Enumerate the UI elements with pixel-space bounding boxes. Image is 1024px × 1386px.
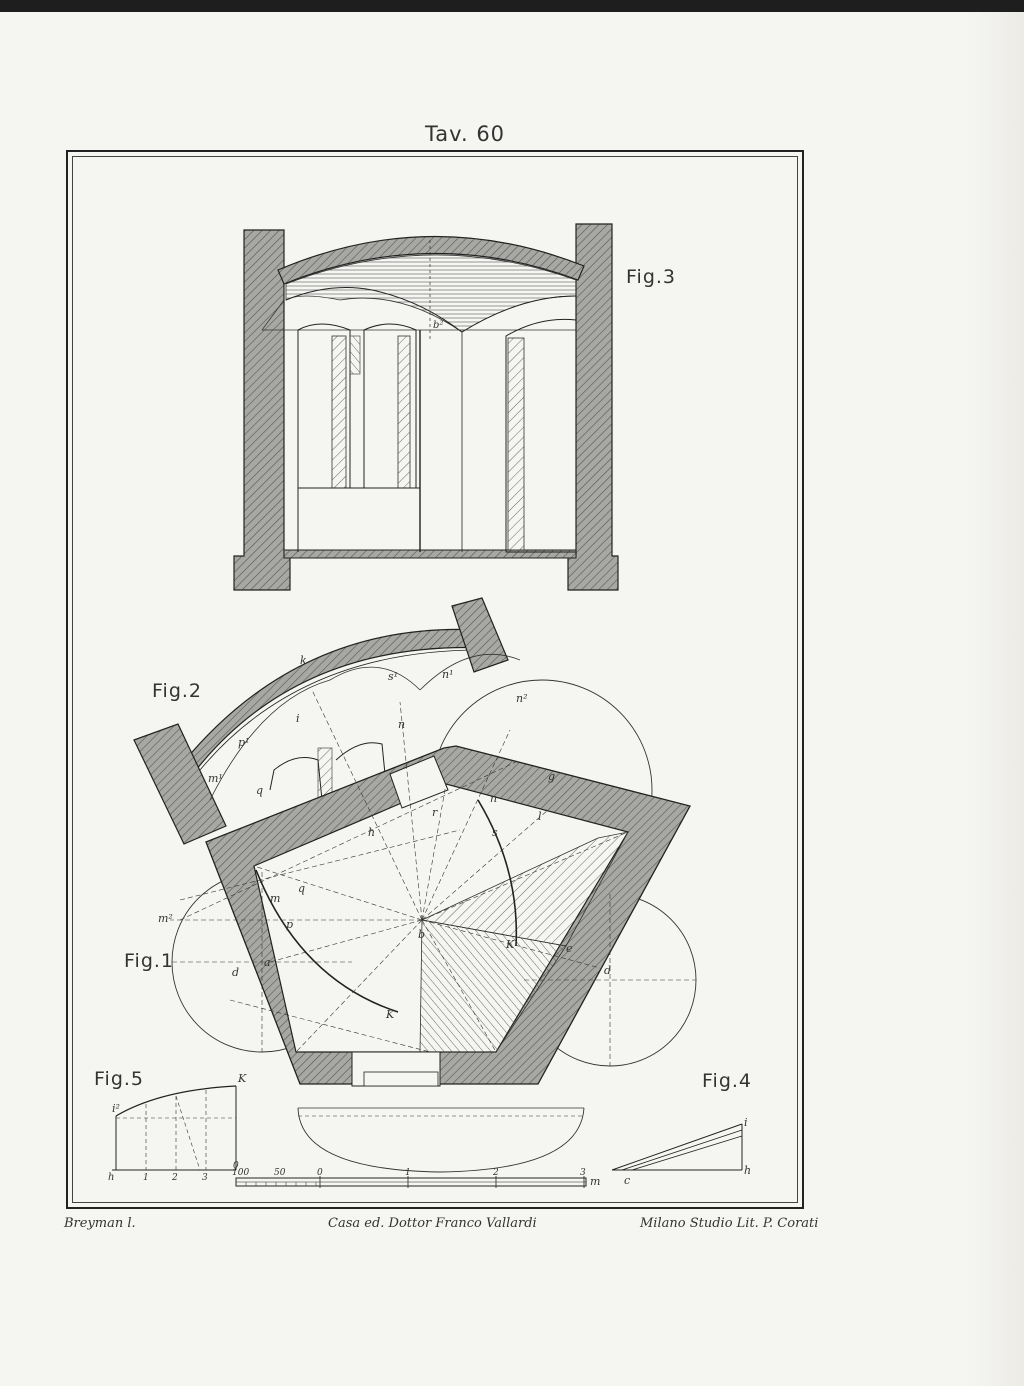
label-k: k xyxy=(300,654,307,667)
scale-unit-m: m xyxy=(590,1175,600,1188)
label-m1: m¹ xyxy=(208,772,223,785)
label-n: n xyxy=(398,718,405,731)
plate-frame-outer xyxy=(66,150,804,1209)
label-h-fig5: h xyxy=(108,1172,114,1183)
plate-title: Tav. 60 xyxy=(424,122,506,146)
plate-frame-inner xyxy=(72,156,798,1203)
label-i-fig4: i xyxy=(744,1116,748,1129)
label-p1: p¹ xyxy=(238,736,249,749)
fig5-tick-3: 3 xyxy=(202,1173,208,1183)
label-d-right: d xyxy=(604,964,611,977)
fig2-projection xyxy=(133,597,521,845)
fig1-label: Fig.1 xyxy=(124,950,175,972)
scale-bar: 100 50 0 1 2 3 m xyxy=(232,1168,600,1188)
footer-printer: Milano Studio Lit. P. Corati xyxy=(640,1216,819,1231)
fig5-tick-2: 2 xyxy=(171,1173,178,1183)
label-K-lower: K xyxy=(385,1008,395,1021)
label-b: b xyxy=(418,928,425,941)
fig3-section: b² xyxy=(233,223,619,591)
label-m2: m² xyxy=(158,912,173,925)
fig1-plan xyxy=(170,679,697,1173)
label-h: h xyxy=(368,826,375,839)
label-a: a xyxy=(264,956,271,969)
label-i2: i² xyxy=(112,1102,120,1115)
fig4-diagram: i h c xyxy=(611,1116,751,1187)
label-l: l xyxy=(538,810,542,823)
label-p: p xyxy=(286,918,293,931)
fig5-diagram: i² K h 1 2 3 0 xyxy=(108,1072,247,1183)
label-n1: n¹ xyxy=(442,668,454,681)
scan-top-edge xyxy=(0,0,1024,12)
label-b2: b² xyxy=(433,320,443,331)
fig5-tick-0: 0 xyxy=(233,1161,239,1171)
label-n-plan: n xyxy=(490,792,497,805)
scale-tick-100: 100 xyxy=(232,1168,249,1178)
fig3-label: Fig.3 xyxy=(626,266,677,288)
scale-tick-1: 1 xyxy=(405,1168,411,1178)
label-n2: n² xyxy=(516,692,528,705)
fig5-tick-1: 1 xyxy=(143,1173,149,1183)
label-m: m xyxy=(270,892,280,905)
label-q-plan: q xyxy=(298,882,305,895)
label-q: q xyxy=(256,784,263,797)
label-e: e xyxy=(566,942,573,955)
label-r: r xyxy=(432,806,438,819)
label-s1: s¹ xyxy=(388,670,398,683)
scale-tick-0: 0 xyxy=(317,1168,323,1178)
point-labels: k s¹ n¹ n² n p¹ m¹ i q g n r l s h m q p… xyxy=(158,654,611,1021)
footer-author: Breyman l. xyxy=(64,1216,136,1231)
label-g: g xyxy=(548,770,555,783)
scale-tick-3: 3 xyxy=(580,1168,586,1178)
label-s: s xyxy=(492,826,498,839)
page-right-margin xyxy=(968,12,1024,1386)
label-i: i xyxy=(296,712,300,725)
fig2-label: Fig.2 xyxy=(152,680,203,702)
footer-publisher: Casa ed. Dottor Franco Vallardi xyxy=(328,1216,537,1231)
label-d-left: d xyxy=(232,966,239,979)
label-K-fig5: K xyxy=(237,1072,247,1085)
scale-tick-2: 2 xyxy=(492,1168,499,1178)
fig4-label: Fig.4 xyxy=(702,1070,753,1092)
label-c-fig4: c xyxy=(624,1174,630,1187)
label-h-fig4: h xyxy=(744,1164,751,1177)
fig5-label: Fig.5 xyxy=(94,1068,145,1090)
label-K: K xyxy=(505,938,515,951)
scale-tick-50: 50 xyxy=(274,1168,286,1178)
